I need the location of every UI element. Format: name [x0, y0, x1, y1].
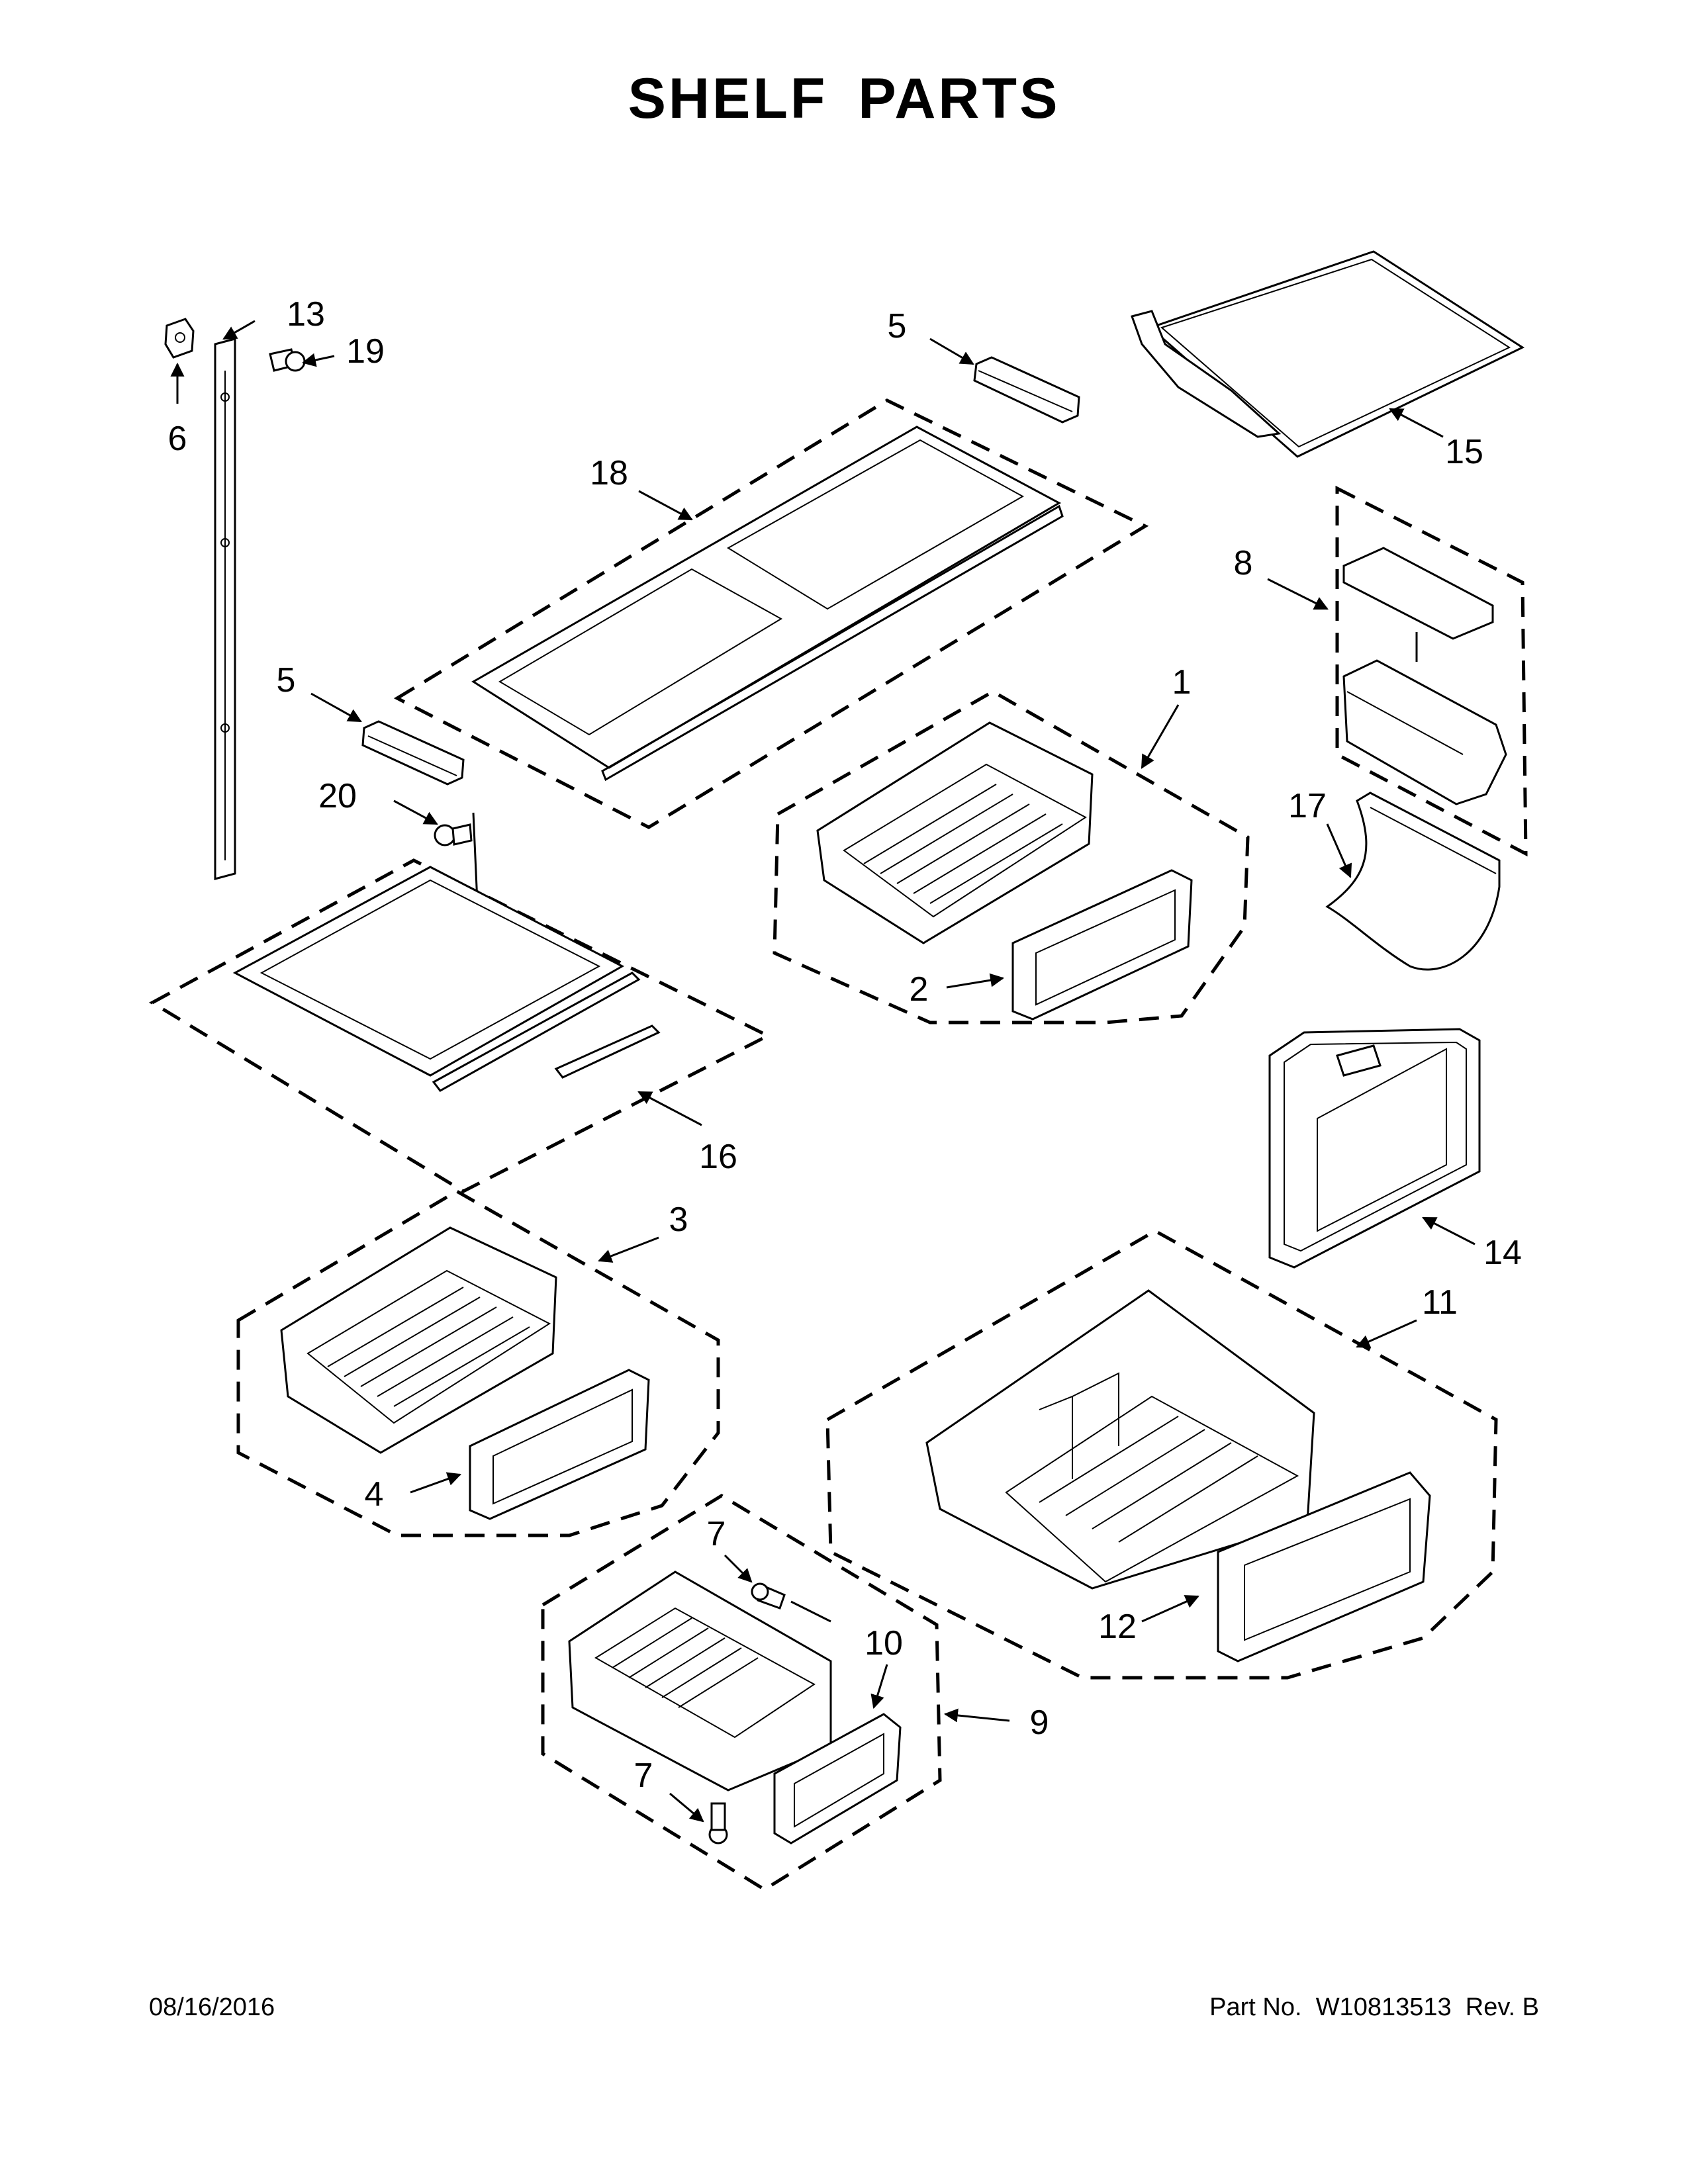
callout-11: 11 [1422, 1283, 1458, 1322]
crisper-assembly-part-1 [773, 690, 1250, 1024]
shelf-assembly-part-18 [393, 398, 1149, 829]
callout-2: 2 [910, 970, 929, 1009]
callout-3: 3 [669, 1201, 688, 1239]
bin-cover-part-14 [1268, 1028, 1481, 1269]
callout-10: 10 [865, 1624, 903, 1662]
screw-part-7-upper [751, 1582, 831, 1623]
callout-6: 6 [168, 420, 187, 458]
callout-4: 4 [365, 1475, 384, 1514]
callout-17: 17 [1288, 787, 1327, 825]
page-title: SHELF PARTS [628, 67, 1060, 130]
rev-label: Rev. [1465, 1993, 1516, 2021]
callout-18: 18 [590, 454, 628, 492]
callout-12: 12 [1098, 1608, 1137, 1646]
callout-15: 15 [1445, 433, 1483, 471]
part-no-label: Part No. [1209, 1993, 1302, 2021]
callout-20: 20 [318, 777, 357, 815]
callout-16: 16 [699, 1138, 737, 1176]
callout-13: 13 [287, 295, 325, 334]
slide-out-shelf-part-15 [1131, 250, 1525, 458]
callout-5-lower: 5 [277, 661, 296, 700]
callout-8: 8 [1234, 544, 1253, 582]
crisper-front-part-4 [469, 1369, 650, 1520]
drawer-front-part-10 [773, 1713, 902, 1844]
footer-part-info: Part No. W10813513 Rev. B [1209, 1993, 1539, 2022]
footer-date: 08/16/2016 [149, 1993, 275, 2021]
screw-part-19 [269, 348, 306, 372]
callout-7-lower: 7 [634, 1756, 653, 1795]
callout-5-upper: 5 [888, 307, 907, 345]
callout-19: 19 [346, 332, 385, 371]
drawer-assembly-part-9 [541, 1494, 942, 1891]
callout-7-upper: 7 [707, 1515, 726, 1553]
leader-arrows [170, 320, 1476, 1823]
rail-cap-part-6 [164, 318, 195, 359]
bin-assembly-part-8 [1335, 485, 1528, 857]
callout-1: 1 [1172, 663, 1192, 702]
drawer-front-part-12 [1217, 1471, 1431, 1662]
drawer-assembly-part-11 [825, 1229, 1498, 1680]
shelf-end-cap-part-5-lower [361, 720, 465, 786]
crisper-front-part-2 [1011, 869, 1193, 1021]
curved-cover-part-17 [1325, 792, 1501, 971]
crisper-assembly-part-3 [236, 1189, 720, 1537]
rail-part-13 [214, 338, 236, 880]
callout-14: 14 [1483, 1234, 1522, 1272]
shelf-end-cap-part-5 [973, 356, 1080, 424]
callout-9: 9 [1030, 1704, 1049, 1742]
shelf-assembly-part-16 [148, 858, 772, 1193]
part-number: W10813513 [1315, 1993, 1452, 2021]
screw-part-7-lower [708, 1802, 728, 1844]
rev-value: B [1522, 1993, 1539, 2021]
